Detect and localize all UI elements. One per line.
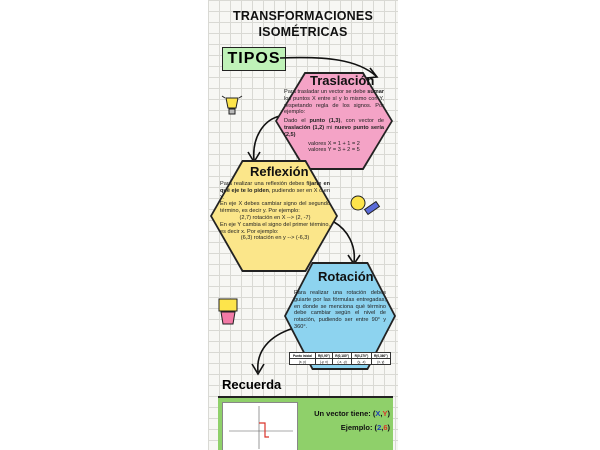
chalkboard-icon — [218, 298, 238, 325]
pencil-idea-icon — [350, 195, 381, 216]
page-title: TRANSFORMACIONES ISOMÉTRICAS — [232, 9, 373, 39]
tipos-label: TIPOS — [222, 47, 286, 71]
rotacion-title: Rotación — [318, 269, 374, 284]
infographic-poster: TRANSFORMACIONES ISOMÉTRICAS TIPOS Trasl… — [208, 0, 398, 450]
lightbulb-icon — [221, 95, 243, 115]
rotacion-table: Punto inicial R(0,90°) R(0,180°) R(0,270… — [289, 352, 392, 365]
vector-line: Un vector tiene: (X,Y) — [314, 409, 390, 418]
recuerda-title: Recuerda — [222, 377, 282, 392]
example-line: Ejemplo: (2,6) — [340, 423, 390, 432]
traslacion-text: Para trasladar un vector se debe sumar l… — [284, 89, 385, 154]
coordinate-graph — [222, 402, 298, 450]
graph-icon — [229, 406, 293, 449]
reflexion-text: Para realizar una reflexión debes fijart… — [220, 181, 331, 242]
reflexion-title: Reflexión — [250, 164, 309, 179]
traslacion-title: Traslación — [310, 73, 375, 88]
rotacion-text: Para realizar una rotación debes guiarte… — [294, 290, 386, 330]
